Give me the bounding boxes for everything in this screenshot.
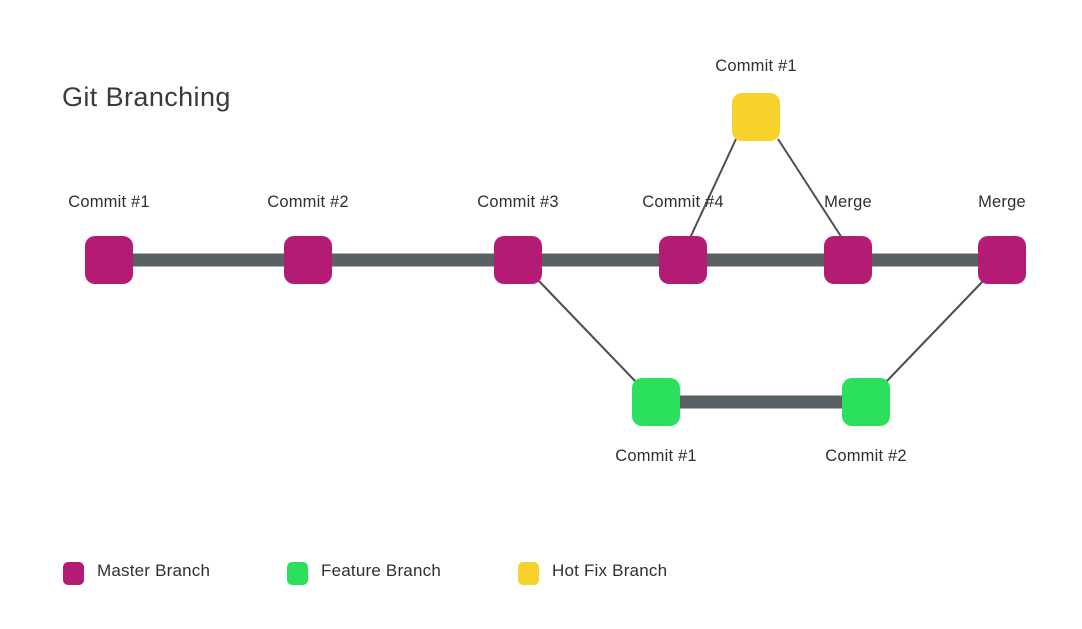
node-feature-commit-2[interactable]: Commit #2 [825, 378, 907, 465]
node-label: Commit #2 [267, 193, 349, 211]
node-label: Commit #1 [68, 193, 150, 211]
hotfix-branch-nodes: Commit #1 [715, 57, 797, 141]
edge-commit3-to-feature-commit1 [537, 279, 637, 383]
trunk-master [109, 253, 1002, 267]
page-title: Git Branching [62, 82, 231, 112]
node-square[interactable] [85, 236, 133, 284]
node-feature-commit-1[interactable]: Commit #1 [615, 378, 697, 465]
node-square[interactable] [824, 236, 872, 284]
node-square[interactable] [978, 236, 1026, 284]
node-master-commit-3[interactable]: Commit #3 [477, 193, 559, 284]
node-square[interactable] [632, 378, 680, 426]
legend-swatch-feature [287, 562, 308, 585]
edge-feature-commit2-to-merge [885, 279, 985, 383]
edge-hotfix-to-commit4 [689, 138, 737, 239]
master-branch-nodes: Commit #1 Commit #2 Commit #3 Commit #4 … [68, 193, 1026, 284]
node-square[interactable] [842, 378, 890, 426]
legend-label-master: Master Branch [97, 561, 211, 580]
node-master-merge-1[interactable]: Merge [824, 193, 872, 284]
trunk-feature [656, 395, 866, 409]
node-square[interactable] [494, 236, 542, 284]
node-master-merge-2[interactable]: Merge [978, 193, 1026, 284]
legend-swatch-hotfix [518, 562, 539, 585]
legend-swatch-master [63, 562, 84, 585]
connector-edges [537, 138, 985, 383]
node-hotfix-commit-1[interactable]: Commit #1 [715, 57, 797, 141]
node-label: Commit #1 [715, 57, 797, 75]
legend-label-feature: Feature Branch [321, 561, 441, 580]
node-label: Commit #2 [825, 447, 907, 465]
node-square[interactable] [284, 236, 332, 284]
node-label: Commit #3 [477, 193, 559, 211]
node-square[interactable] [732, 93, 780, 141]
node-label: Commit #4 [642, 193, 724, 211]
trunk-edges [109, 253, 1002, 409]
node-master-commit-4[interactable]: Commit #4 [642, 193, 724, 284]
node-master-commit-1[interactable]: Commit #1 [68, 193, 150, 284]
node-label: Commit #1 [615, 447, 697, 465]
node-square[interactable] [659, 236, 707, 284]
node-label: Merge [978, 193, 1026, 211]
edge-hotfix-to-merge [777, 138, 843, 239]
feature-branch-nodes: Commit #1 Commit #2 [615, 378, 907, 465]
node-label: Merge [824, 193, 872, 211]
node-master-commit-2[interactable]: Commit #2 [267, 193, 349, 284]
legend-label-hotfix: Hot Fix Branch [552, 561, 668, 580]
